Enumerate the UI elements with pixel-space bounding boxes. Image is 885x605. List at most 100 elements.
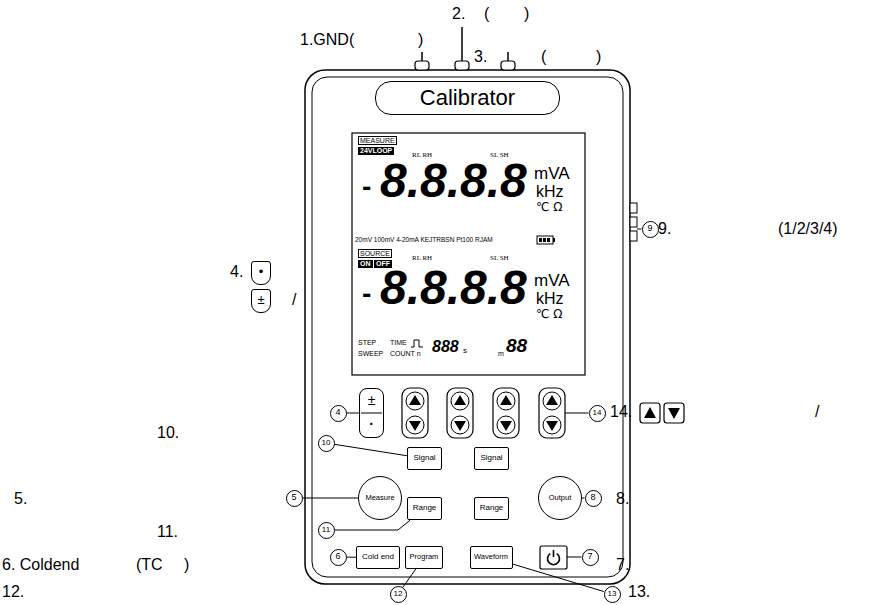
button-text: 8 <box>590 493 595 503</box>
button-text: ± <box>257 293 264 307</box>
lcd-screen <box>352 133 585 375</box>
button-text: Signal <box>480 454 502 463</box>
button-text: 9 <box>647 224 652 234</box>
power-icon <box>553 550 555 557</box>
down-arrow <box>409 421 421 431</box>
button-divider <box>361 413 382 414</box>
lcd-unit: s <box>463 347 467 356</box>
lcd-indicator: SWEEP <box>358 350 383 358</box>
program-button: Program <box>405 546 443 569</box>
button-text: Cold end <box>362 553 394 562</box>
side-switch <box>630 203 637 213</box>
lcd-indicator: SOURCE <box>358 249 392 258</box>
terminal-label: ) <box>524 5 529 23</box>
leader-line <box>335 520 411 530</box>
battery-icon <box>539 238 542 242</box>
leader-line <box>334 444 407 455</box>
button-text: Measure <box>365 494 394 502</box>
callout-label: 13. <box>628 583 650 601</box>
lcd-unit: kHz <box>536 183 564 201</box>
leader-line <box>507 52 509 61</box>
arrow-key <box>451 416 469 434</box>
arrow-button <box>447 388 473 438</box>
battery-icon <box>537 236 553 244</box>
callout-number: 11 <box>318 522 335 539</box>
lcd-indicator: MEASURE <box>358 136 397 145</box>
lcd-range-list: 20mV 100mV 4-20mA KEJTRBSN Pt100 RJAM <box>355 236 493 243</box>
button-text: 12 <box>394 590 403 599</box>
lcd-indicator: ON <box>358 260 373 268</box>
button-text: • <box>259 265 264 279</box>
callout-label: / <box>815 403 819 421</box>
button-text: Output <box>549 494 572 502</box>
device-body <box>305 70 630 584</box>
callout-label: 14. <box>610 403 632 421</box>
leader-line <box>346 557 356 558</box>
callout-label: 9. <box>658 220 671 238</box>
brand-plate: Calibrator <box>375 81 560 115</box>
lcd-indicator: TIME <box>390 339 407 347</box>
lcd-sign: - <box>362 172 371 203</box>
device-inner-outline <box>312 77 623 577</box>
lcd-digits: 888 <box>432 338 459 356</box>
button-text: 11 <box>322 526 330 535</box>
range-button: Range <box>407 497 442 520</box>
arrow-button <box>539 388 565 438</box>
up-arrow <box>409 395 421 405</box>
lcd-unit: ℃ Ω <box>536 201 562 214</box>
up-arrow <box>546 395 558 405</box>
sign-button: ±· <box>359 388 384 438</box>
callout-label: 12. <box>2 583 24 601</box>
lcd-sign: - <box>362 279 371 310</box>
down-key-icon <box>664 403 684 423</box>
terminal-label: 1.GND( <box>300 31 354 49</box>
lcd-unit: mVA <box>534 165 570 184</box>
side-switch <box>630 231 637 241</box>
lcd-digits: 8.8.8.8 <box>380 262 527 315</box>
terminal-label: ) <box>418 31 423 49</box>
callout-number: 10 <box>318 435 335 452</box>
down-arrow <box>454 421 466 431</box>
button-text: Range <box>480 504 504 513</box>
lcd-digits: 8.8.8.8 <box>380 155 527 208</box>
callout-number: 12 <box>390 586 407 603</box>
callout-label: 4. <box>230 263 243 281</box>
side-switch <box>630 217 637 227</box>
down-arrow <box>668 408 680 419</box>
waveform-button: Waveform <box>470 546 513 569</box>
callout-number: 13 <box>604 586 621 603</box>
up-key-icon <box>640 403 660 423</box>
callout-label: 6. Coldend <box>2 556 79 574</box>
arrow-button <box>493 388 519 438</box>
terminal-label: 2. <box>452 5 465 23</box>
button-text: · <box>369 417 374 432</box>
arrow-key <box>406 416 424 434</box>
down-arrow <box>500 421 512 431</box>
button-text: Range <box>413 504 437 513</box>
arrow-key <box>497 392 515 410</box>
terminal-jack <box>455 61 469 70</box>
arrow-button <box>493 388 519 438</box>
signal-button: Signal <box>407 447 442 470</box>
arrow-key <box>406 392 424 410</box>
output-button: Output <box>538 476 582 520</box>
measure-button: Measure <box>358 476 402 520</box>
terminal-jack <box>415 61 429 70</box>
waveform-icon <box>411 340 423 347</box>
arrow-key <box>543 392 561 410</box>
callout-label: (1/2/3/4) <box>778 220 838 238</box>
callout-label: 8. <box>616 490 629 508</box>
callout-label: 10. <box>157 424 179 442</box>
arrow-button <box>402 388 428 438</box>
button-text: Waveform <box>474 553 508 561</box>
button-text: Program <box>410 553 439 561</box>
leader-line <box>403 569 416 587</box>
button-text: 4 <box>335 408 340 418</box>
arrow-button <box>539 388 565 438</box>
button-text: 6 <box>335 552 340 562</box>
arrow-button <box>447 388 473 438</box>
leader-line <box>513 564 604 592</box>
lcd-indicator: COUNT n <box>390 350 421 358</box>
callout-number: 9 <box>642 221 659 238</box>
